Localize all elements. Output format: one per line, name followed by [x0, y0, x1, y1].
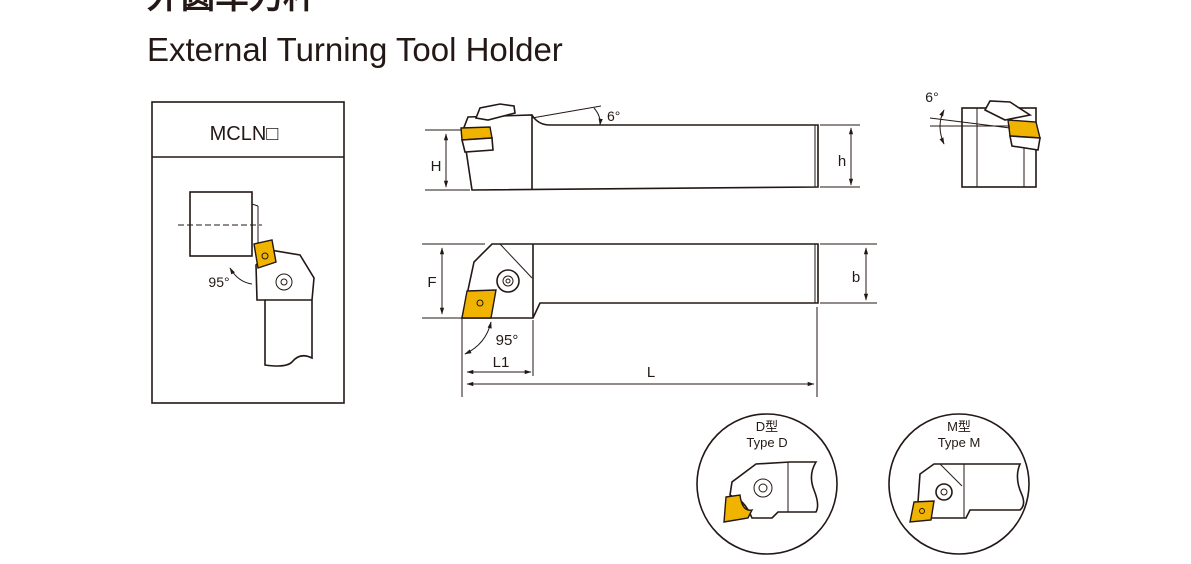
insert-icon	[1007, 119, 1041, 139]
side-view: 6° H h	[425, 103, 860, 191]
dim-H: H	[431, 158, 442, 175]
dim-L1: L1	[493, 354, 510, 371]
model-angle: 95°	[208, 274, 229, 290]
insert-icon	[253, 239, 277, 269]
model-code: MCLN□	[210, 123, 279, 145]
rake-angle: 6°	[607, 108, 620, 124]
model-box: MCLN□ 95°	[151, 101, 345, 404]
top-view: F b L1 L 95°	[422, 243, 877, 397]
lead-angle: 95°	[496, 332, 519, 349]
dim-b: b	[852, 269, 860, 286]
insert-icon	[723, 494, 754, 523]
insert-icon	[461, 289, 497, 319]
dim-h: h	[838, 153, 846, 170]
type-d-detail: D型 Type D	[696, 413, 838, 555]
holder-body	[255, 249, 315, 367]
dim-F: F	[427, 274, 436, 291]
type-d-en: Type D	[746, 435, 787, 450]
type-m-detail: M型 Type M	[888, 413, 1030, 555]
insert-icon	[909, 500, 935, 523]
type-m-en: Type M	[938, 435, 981, 450]
end-angle: 6°	[925, 89, 938, 105]
type-m-cn: M型	[947, 419, 971, 434]
end-view: 6°	[925, 89, 1041, 188]
title-en: External Turning Tool Holder	[147, 31, 563, 68]
title-cn: 外圆车刀杆	[147, 0, 317, 16]
dim-L: L	[647, 364, 655, 381]
type-d-cn: D型	[756, 419, 778, 434]
